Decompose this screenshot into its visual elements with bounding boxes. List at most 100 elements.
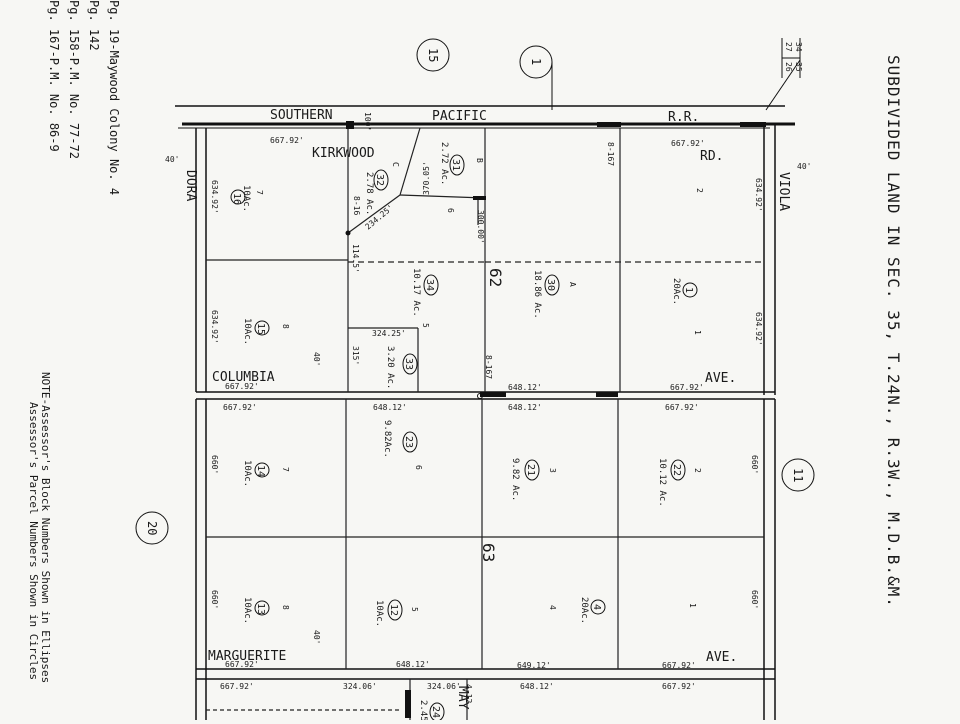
adjacent-page-number: 11: [791, 468, 805, 482]
dimension-label: 667.92': [670, 383, 704, 392]
parcel-lot: 6: [446, 208, 455, 213]
dimension-label: 667.92': [225, 382, 259, 391]
parcel-15: 15 8 10Ac.: [242, 318, 290, 345]
parcel-lot: 3: [548, 468, 557, 473]
parcel-acreage: 2.78 Ac.: [364, 172, 374, 215]
street-label-marguerite: MARGUERITE: [208, 649, 286, 664]
parcel-apn: 32: [374, 174, 385, 186]
note-line: Assessor's Parcel Numbers Shown in Circl…: [27, 402, 40, 680]
recorded-map-ref: 8-16: [352, 196, 361, 215]
map-references: Pg. 19-Maywood Colony No. 4 Pg. 142 Pg. …: [47, 0, 121, 195]
parcel-apn: 14: [255, 465, 266, 477]
parcel-12: 12 5 10Ac.: [374, 599, 419, 627]
parcel-24: 24 2.45: [418, 700, 445, 722]
railroad-label: SOUTHERN PACIFIC R.R.: [270, 108, 699, 125]
dimension-label: 40': [312, 352, 321, 366]
parcel-lot: 5: [421, 323, 430, 328]
dimension-label: 40': [312, 630, 321, 644]
parcel-apn: 21: [525, 464, 536, 476]
street-label-columbia: COLUMBIA: [212, 370, 275, 385]
street-label-kirkwood: KIRKWOOD: [312, 146, 375, 161]
parcel-lot: 4: [548, 605, 557, 610]
dimension-label: 324.25': [372, 329, 406, 338]
street-lines: [195, 124, 776, 720]
street-label-mayw: MAY: [455, 686, 470, 710]
street-label-dora: DORA: [183, 170, 198, 201]
dimension-label: 370.05': [422, 161, 431, 195]
upper-block-lines: [206, 127, 764, 392]
parcel-lot: 7: [255, 190, 264, 195]
dimension-label: 634.92': [210, 310, 219, 344]
parcel-acreage: 9.82Ac.: [382, 420, 392, 458]
dimension-label: 667.92': [662, 682, 696, 691]
parcel-lot: 2: [693, 468, 702, 473]
railroad-label-rr: R.R.: [668, 110, 699, 125]
adjacent-page-refs: 15 1 11 20: [135, 38, 815, 545]
parcel-acreage: 10Ac.: [242, 318, 252, 345]
railroad-label-southern: SOUTHERN: [270, 108, 333, 123]
dimension-label: 667.92': [270, 136, 304, 145]
note-line: NOTE-Assessor's Block Numbers Shown in E…: [39, 372, 52, 683]
adjacent-page-number: 20: [145, 521, 159, 535]
parcel-acreage: 2.72 Ac.: [439, 142, 449, 185]
parcel-lot: 2: [695, 188, 704, 193]
parcel-30: 30 A 18.86 Ac.: [532, 270, 577, 319]
parcel-apn: 30: [545, 279, 556, 291]
reference-line: Pg. 19-Maywood Colony No. 4: [107, 0, 121, 195]
parcel-acreage: 20Ac.: [671, 278, 681, 305]
dimension-label: 324.06': [427, 682, 461, 691]
parcel-acreage: 20Ac.: [579, 597, 589, 624]
dimension-label: 634.92': [210, 180, 219, 214]
block-number-63: 63: [479, 543, 498, 562]
dimension-label: 324.06': [343, 682, 377, 691]
parcel-lot: 6: [414, 465, 423, 470]
map-title: SUBDIVIDED LAND IN SEC. 35, T.24N., R.3W…: [884, 55, 903, 608]
parcel-22: 22 2 10.12 Ac.: [657, 458, 702, 507]
dimension-label: 634.92': [754, 312, 763, 346]
railroad-row: [175, 105, 795, 129]
dimension-label: 300.00': [476, 210, 485, 244]
parcel-lot-extra: 1: [688, 603, 697, 608]
parcel-21: 21 3 9.82 Ac.: [510, 458, 557, 501]
parcel-apn: 24: [430, 706, 441, 718]
parcel-apn: 15: [255, 323, 266, 335]
parcel-1: 1 2 20Ac. 1: [671, 188, 704, 335]
recorded-map-ref: 4-12: [464, 684, 473, 703]
parcel-acreage: 10.17 Ac.: [411, 268, 421, 317]
dimension-label: 634.92': [754, 178, 763, 212]
parcel-lot: 8: [281, 605, 290, 610]
parcel-apn: 22: [671, 464, 682, 476]
map-note: NOTE-Assessor's Block Numbers Shown in E…: [27, 372, 52, 683]
dimension-label: 648.12': [373, 403, 407, 412]
parcel-lot: 8: [281, 324, 290, 329]
street-label-columbia-ave: AVE.: [705, 371, 736, 386]
parcel-lot: B: [475, 158, 484, 163]
parcel-apn: 4: [591, 604, 602, 610]
parcel-34: 34 6 10.17 Ac.: [411, 208, 455, 317]
parcel-acreage: 10.12 Ac.: [657, 458, 667, 507]
dimension-label: 648.12': [508, 403, 542, 412]
dimension-label: 649.12': [517, 661, 551, 670]
parcel-apn: 23: [403, 436, 414, 448]
dimension-label: 660': [210, 455, 219, 474]
block-number-62: 62: [486, 268, 505, 287]
parcel-acreage: 18.86 Ac.: [532, 270, 542, 319]
dimension-label: 667.92': [662, 661, 696, 670]
parcel-16: 16 7 10Ac.: [230, 185, 264, 212]
parcel-acreage: 10Ac.: [242, 460, 252, 487]
parcel-lot: 7: [281, 467, 290, 472]
dimension-label: 667.92': [223, 403, 257, 412]
street-label-marguerite-ave: AVE.: [706, 650, 737, 665]
dimension-label: 667.92': [665, 403, 699, 412]
dimension-label: 648.12': [396, 660, 430, 669]
parcel-lot-extra: 1: [693, 330, 702, 335]
corner-section: 27: [784, 42, 793, 52]
recorded-map-ref: 8-167: [606, 142, 615, 166]
parcel-33: 33 5 3.20 Ac.: [385, 323, 430, 389]
parcel-lot: C: [391, 162, 400, 167]
dimension-label: 315': [351, 346, 360, 365]
parcel-acreage: 9.82 Ac.: [510, 458, 520, 501]
dimension-label: 660': [210, 590, 219, 609]
adjacent-page-number: 1: [529, 58, 543, 65]
corner-section: 35: [794, 62, 803, 72]
